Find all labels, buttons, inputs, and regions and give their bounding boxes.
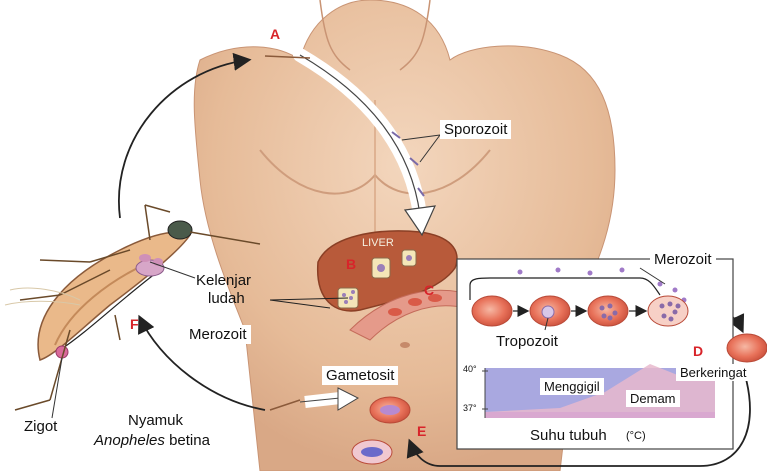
label-ludah: ludah [208,290,245,307]
label-betina: betina [165,432,210,449]
chart-unit: (°C) [626,430,646,442]
chart-title: Suhu tubuh [530,427,607,444]
label-tropozoit: Tropozoit [496,333,558,350]
label-demam: Demam [626,390,680,407]
label-anopheles-betina: Anopheles betina [94,432,210,449]
label-anopheles: Anopheles [94,432,165,449]
label-letter-b: B [346,256,356,272]
label-zigot: Zigot [24,418,57,435]
label-letter-e: E [417,423,426,439]
label-nyamuk: Nyamuk [128,412,183,429]
rbc-outside [727,334,767,362]
label-sporozoit: Sporozoit [440,120,511,139]
label-liver: LIVER [362,237,394,249]
label-gametosit: Gametosit [322,366,398,385]
label-menggigil: Menggigil [540,378,604,395]
chart-tick-40: 40° [463,364,477,374]
label-letter-c: C [424,282,434,298]
label-berkeringat: Berkeringat [676,364,750,381]
label-letter-d: D [693,343,703,359]
label-merozoit-liver: Merozoit [185,325,251,344]
label-letter-a: A [270,26,280,42]
label-merozoit-inset: Merozoit [650,250,716,269]
label-letter-f: F [130,316,139,332]
label-kelenjar: Kelenjar [196,272,251,289]
chart-tick-37: 37° [463,403,477,413]
erythrocytic-inset [457,259,733,449]
